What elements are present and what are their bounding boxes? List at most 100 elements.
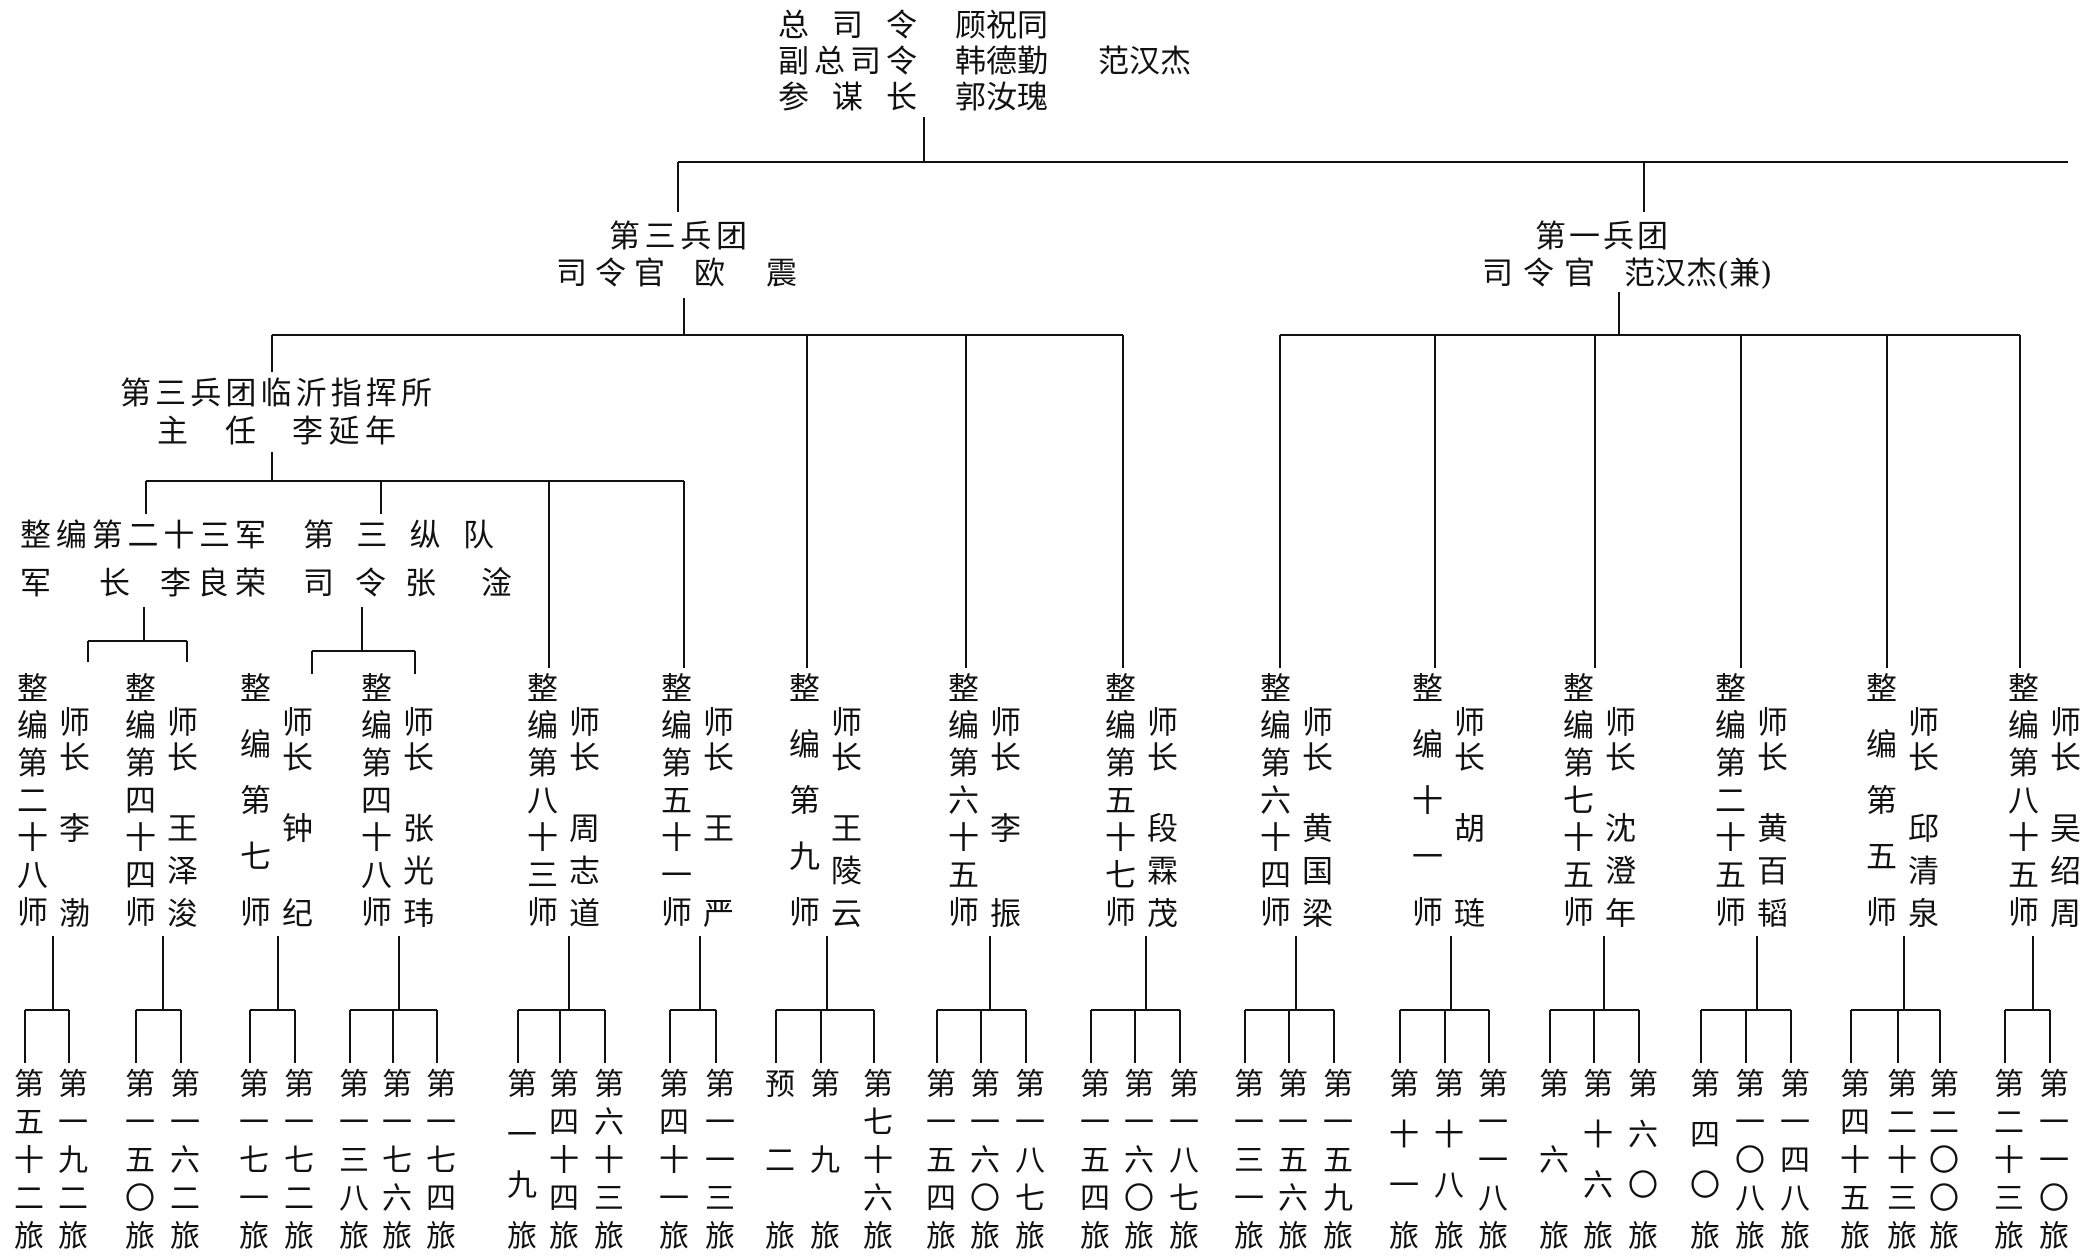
brigade-name: 第一一八旅	[1472, 1068, 1507, 1250]
division-commander-name: 周志道	[563, 812, 599, 928]
group-commander-name: 范汉杰(兼)	[1624, 256, 1773, 292]
brigade-name: 第四十一旅	[653, 1068, 688, 1250]
division-commander-name: 邱清泉	[1902, 812, 1938, 928]
division-commander-name: 王泽浚	[161, 812, 197, 928]
division-name: 整编第二十五师	[1709, 672, 1745, 927]
group-commander-name: 欧震	[694, 256, 797, 292]
division-commander-title: 师长	[1599, 706, 1635, 776]
commander-name: 韩德勤	[955, 44, 1048, 80]
brigade-name: 第六〇旅	[1622, 1068, 1657, 1250]
division-name: 整编第四十八师	[355, 672, 391, 927]
division-commander-title: 师长	[1296, 706, 1332, 776]
division-commander-title: 师长	[1448, 706, 1484, 776]
division-name: 整编第五十七师	[1099, 672, 1135, 927]
army-name: 整编第二十三军	[20, 518, 266, 554]
division-commander-title: 师长	[161, 706, 197, 776]
brigade-name: 第六旅	[1533, 1068, 1568, 1250]
brigade-name: 第二〇〇旅	[1923, 1068, 1958, 1250]
brigade-name: 第十六旅	[1577, 1068, 1612, 1250]
division-name: 整编第七师	[234, 672, 270, 927]
command-title: 副总司令	[778, 44, 917, 80]
hq-name: 第三兵团临沂指挥所	[120, 376, 432, 412]
brigade-name: 第一〇八旅	[1729, 1068, 1764, 1250]
brigade-name: 第四〇旅	[1684, 1068, 1719, 1250]
division-commander-name: 吴绍周	[2044, 812, 2080, 928]
commander-name: 郭汝瑰	[955, 80, 1048, 116]
hq-commander-name: 李延年	[292, 414, 396, 450]
army-commander-name: 李良荣	[160, 566, 266, 602]
commander-name: 范汉杰	[1098, 44, 1191, 80]
division-commander-title: 师长	[984, 706, 1020, 776]
division-commander-name: 黄百韬	[1751, 812, 1787, 928]
brigade-name: 第一六〇旅	[1118, 1068, 1153, 1250]
division-name: 整编第四十四师	[119, 672, 155, 927]
division-name: 整编第七十五师	[1557, 672, 1593, 927]
brigade-name: 第五十二旅	[8, 1068, 43, 1250]
division-commander-name: 王陵云	[825, 812, 861, 928]
brigade-name: 第一一三旅	[699, 1068, 734, 1250]
division-commander-title: 师长	[1751, 706, 1787, 776]
brigade-name: 第一八七旅	[1009, 1068, 1044, 1250]
brigade-name: 第一四八旅	[1774, 1068, 1809, 1250]
division-commander-name: 张光玮	[397, 812, 433, 928]
brigade-name: 第一八七旅	[1163, 1068, 1198, 1250]
brigade-name: 第一七二旅	[278, 1068, 313, 1250]
division-commander-name: 王严	[697, 812, 733, 928]
division-commander-name: 李振	[984, 812, 1020, 928]
brigade-name: 第一九二旅	[52, 1068, 87, 1250]
brigade-name: 第一五四旅	[920, 1068, 955, 1250]
division-name: 整编第二十八师	[11, 672, 47, 927]
division-commander-title: 师长	[1141, 706, 1177, 776]
brigade-name: 第七十六旅	[857, 1068, 892, 1250]
brigade-name: 第四十四旅	[543, 1068, 578, 1250]
division-commander-name: 段霖茂	[1141, 812, 1177, 928]
division-name: 整编第六十四师	[1254, 672, 1290, 927]
brigade-name: 第二十三旅	[1988, 1068, 2023, 1250]
division-commander-name: 李渤	[53, 812, 89, 928]
hq-commander-title: 主任	[157, 414, 256, 450]
group-commander-title: 司令官	[556, 256, 665, 292]
division-commander-name: 黄国梁	[1296, 812, 1332, 928]
brigade-name: 第九旅	[804, 1068, 839, 1250]
command-title: 参谋长	[778, 80, 917, 116]
brigade-name: 第十一旅	[1383, 1068, 1418, 1250]
division-name: 整编第八十三师	[521, 672, 557, 927]
brigade-name: 第一五〇旅	[119, 1068, 154, 1250]
column-name: 第三纵队	[303, 518, 494, 554]
division-commander-title: 师长	[563, 706, 599, 776]
brigade-name: 第一五六旅	[1272, 1068, 1307, 1250]
division-name: 整编第六十五师	[942, 672, 978, 927]
brigade-name: 第四十五旅	[1834, 1068, 1869, 1250]
brigade-name: 第一三八旅	[333, 1068, 368, 1250]
brigade-name: 预二旅	[759, 1068, 794, 1250]
brigade-name: 第二十三旅	[1881, 1068, 1916, 1250]
group-name: 第一兵团	[1535, 219, 1668, 255]
command-title: 总司令	[778, 8, 917, 44]
brigade-name: 第一五四旅	[1074, 1068, 1109, 1250]
brigade-name: 第一五九旅	[1317, 1068, 1352, 1250]
division-commander-name: 胡琏	[1448, 812, 1484, 928]
division-commander-title: 师长	[276, 706, 312, 776]
division-commander-name: 沈澄年	[1599, 812, 1635, 928]
brigade-name: 第一七六旅	[376, 1068, 411, 1250]
brigade-name: 第一七四旅	[420, 1068, 455, 1250]
division-commander-title: 师长	[697, 706, 733, 776]
division-commander-title: 师长	[53, 706, 89, 776]
division-commander-name: 钟纪	[276, 812, 312, 928]
division-name: 整编第五十一师	[655, 672, 691, 927]
group-commander-title: 司令官	[1482, 256, 1595, 292]
army-commander-title: 军长	[20, 566, 130, 602]
column-commander-name: 张淦	[405, 566, 512, 602]
brigade-name: 第一六〇旅	[964, 1068, 999, 1250]
division-name: 整编十一师	[1406, 672, 1442, 927]
division-name: 整编第八十五师	[2002, 672, 2038, 927]
column-commander-title: 司令	[303, 566, 386, 602]
group-name: 第三兵团	[609, 219, 747, 255]
division-name: 整编第五师	[1860, 672, 1896, 927]
division-commander-title: 师长	[825, 706, 861, 776]
brigade-name: 第十八旅	[1428, 1068, 1463, 1250]
brigade-name: 第一六二旅	[164, 1068, 199, 1250]
brigade-name: 第六十三旅	[588, 1068, 623, 1250]
